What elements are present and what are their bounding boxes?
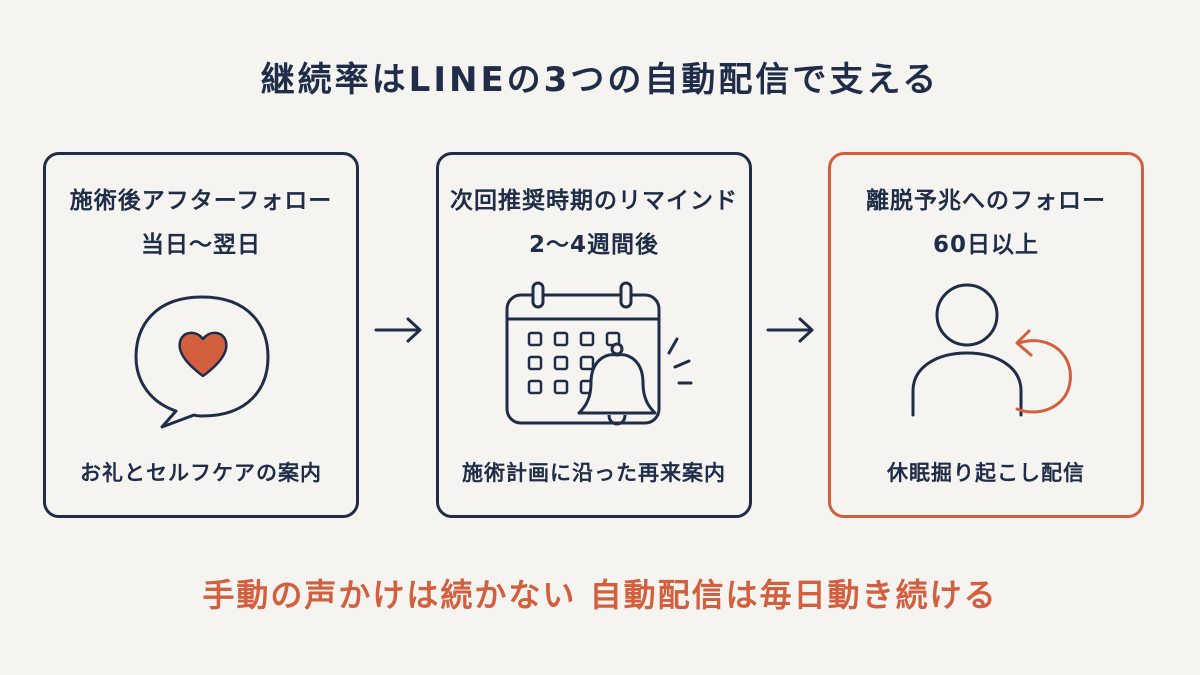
arrow-right-icon [766, 317, 814, 343]
card-title: 離脱予兆へのフォロー [866, 188, 1106, 214]
card-caption: お礼とセルフケアの案内 [80, 461, 322, 485]
person-return-icon [911, 283, 1072, 417]
arrow-right-icon [374, 317, 422, 343]
bottom-message: 手動の声かけは続かない 自動配信は毎日動き続ける [202, 576, 998, 614]
step-card-reminder: 次回推奨時期のリマインド 2〜4週間後 施術計画に沿った再来案内 [436, 152, 752, 518]
step-card-dormant-followup: 離脱予兆へのフォロー 60日以上 休眠掘り起こし配信 [828, 152, 1144, 518]
card-timing: 60日以上 [932, 232, 1039, 258]
card-timing: 2〜4週間後 [528, 232, 659, 258]
heart-speech-bubble-icon [134, 295, 270, 429]
card-caption: 休眠掘り起こし配信 [887, 461, 1085, 485]
card-title: 施術後アフターフォロー [69, 188, 333, 214]
page-title: 継続率はLINEの3つの自動配信で支える [260, 60, 940, 100]
calendar-bell-icon [505, 281, 693, 426]
step-card-aftercare: 施術後アフターフォロー 当日〜翌日 お礼とセルフケアの案内 [43, 152, 359, 518]
card-title: 次回推奨時期のリマインド [450, 188, 738, 214]
card-caption: 施術計画に沿った再来案内 [462, 461, 726, 485]
card-timing: 当日〜翌日 [141, 232, 261, 258]
